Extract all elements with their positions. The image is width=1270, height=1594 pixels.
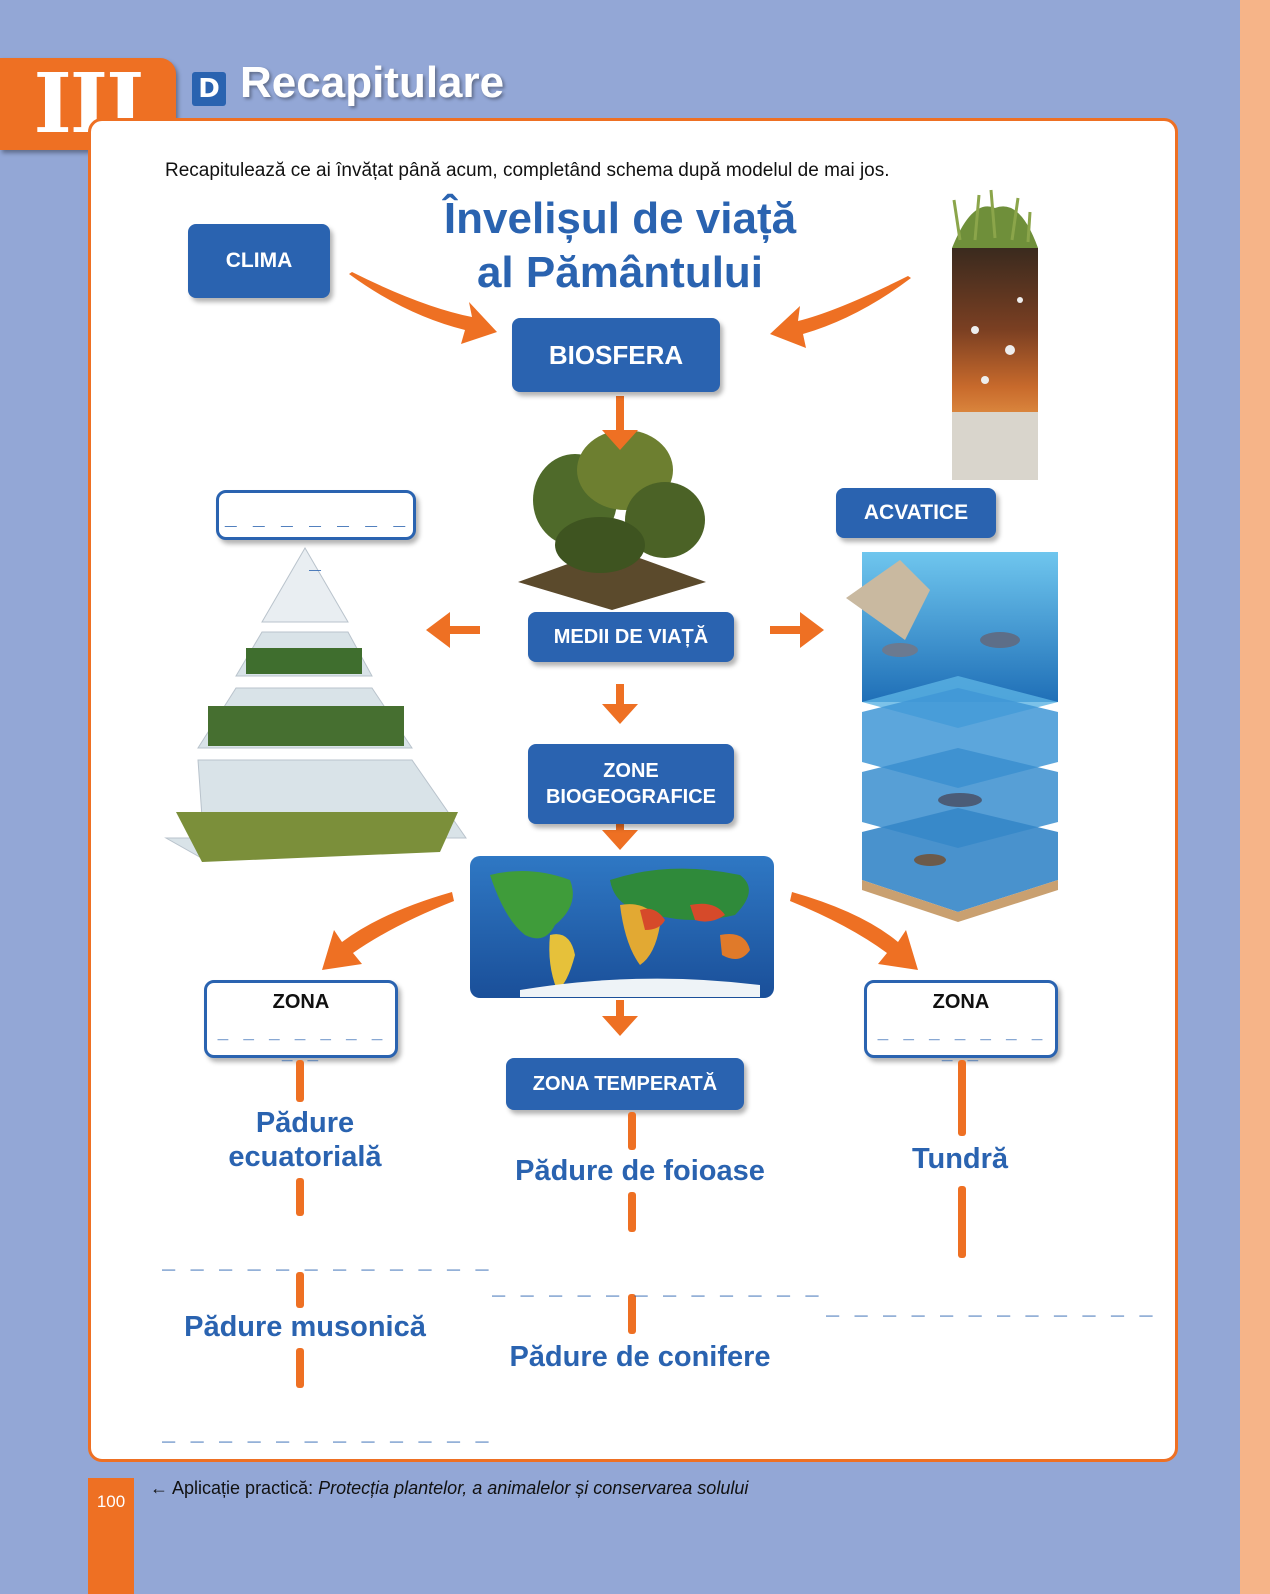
left-zone-label: ZONA	[272, 991, 330, 1013]
aquatic-layers-image	[846, 552, 1058, 922]
section-letter-badge: D	[192, 72, 226, 106]
diagram-title: Învelișul de viață al Pământului	[420, 192, 820, 300]
arrow-medii-to-zone	[602, 684, 638, 724]
diagram-title-line1: Învelișul de viață	[443, 194, 797, 243]
arrow-map-to-left-zone	[322, 892, 454, 970]
instruction-text: Recapitulează ce ai învățat până acum, c…	[165, 160, 890, 181]
footer-text: Protecția plantelor, a animalelor și con…	[318, 1478, 749, 1498]
connector-left-4	[296, 1348, 304, 1388]
connector-left-1	[296, 1060, 304, 1102]
clima-box: CLIMA	[188, 224, 330, 298]
medii-de-viata-box: MEDII DE VIAȚĂ	[528, 612, 734, 662]
arrow-left-icon: ←	[150, 1478, 168, 1498]
arrow-clima-to-biosfera	[349, 272, 497, 344]
soil-profile-image	[952, 189, 1038, 480]
zone-box-line1: ZONE	[603, 760, 659, 782]
connector-center-1	[628, 1112, 636, 1150]
left-zone-box[interactable]: ZONA _ _ _ _ _ _ _ _ _	[204, 980, 398, 1062]
biogeographic-world-map	[470, 856, 774, 998]
footer-note: ← Aplicație practică: Protecția plantelo…	[150, 1478, 748, 1499]
connector-center-2	[628, 1192, 636, 1232]
footer-prefix: Aplicație practică:	[172, 1478, 314, 1498]
connector-center-3	[628, 1294, 636, 1334]
acvatice-box: ACVATICE	[836, 488, 996, 538]
connector-left-2	[296, 1178, 304, 1216]
flow-arrows	[322, 272, 918, 1036]
forest-label-tundra: Tundră	[911, 1143, 1009, 1175]
vegetation-pyramid-image	[164, 547, 467, 862]
right-zone-blank: _ _ _ _ _ _ _ _ _	[877, 1020, 1045, 1062]
arrow-medii-left	[426, 612, 480, 648]
answer-blank-right[interactable]: _ _ _ _ _ _ _ _ _ _ _ _	[826, 1292, 1154, 1317]
right-zone-label: ZONA	[932, 991, 990, 1013]
arrow-biosfera-to-forest	[602, 396, 638, 450]
right-zone-box[interactable]: ZONA _ _ _ _ _ _ _ _ _	[864, 980, 1058, 1062]
biosfera-box: BIOSFERA	[512, 318, 720, 392]
right-margin-strip	[1240, 0, 1270, 1594]
left-zone-blank: _ _ _ _ _ _ _ _ _	[217, 1020, 385, 1062]
diagram-title-line2: al Pământului	[476, 248, 764, 297]
answer-blank-center[interactable]: _ _ _ _ _ _ _ _ _ _ _ _	[492, 1272, 820, 1297]
arrow-medii-right	[770, 612, 824, 648]
section-title: Recapitulare	[240, 58, 505, 107]
connector-right-1	[958, 1060, 966, 1136]
page-number: 100	[88, 1478, 134, 1594]
zona-temperata-box: ZONA TEMPERATĂ	[506, 1058, 744, 1110]
forest-label-foioase: Pădure de foioase	[515, 1155, 765, 1187]
forest-label-musonica: Pădure musonică	[184, 1311, 426, 1343]
arrow-map-to-right-zone	[790, 892, 918, 970]
forest-label-ecuatoriala: Pădure ecuatorială	[228, 1107, 382, 1173]
forest-biome-image	[518, 430, 706, 610]
arrow-soil-to-biosfera	[770, 276, 911, 348]
arrow-map-to-temperate	[602, 1000, 638, 1036]
forest-label-conifere: Pădure de conifere	[509, 1341, 771, 1373]
terrestrial-blank-box[interactable]: _ _ _ _ _ _ _ _	[216, 490, 416, 571]
zone-biogeografice-box: ZONE BIOGEOGRAFICE	[528, 744, 734, 824]
terrestrial-blank: _ _ _ _ _ _ _ _	[224, 503, 408, 571]
arrow-zone-to-map	[602, 814, 638, 850]
connector-left-3	[296, 1272, 304, 1308]
connector-right-2	[958, 1186, 966, 1258]
zone-box-line2: BIOGEOGRAFICE	[545, 786, 716, 808]
answer-blank-left-1[interactable]: _ _ _ _ _ _ _ _ _ _ _ _	[162, 1246, 490, 1271]
answer-blank-left-2[interactable]: _ _ _ _ _ _ _ _ _ _ _ _	[162, 1418, 490, 1443]
